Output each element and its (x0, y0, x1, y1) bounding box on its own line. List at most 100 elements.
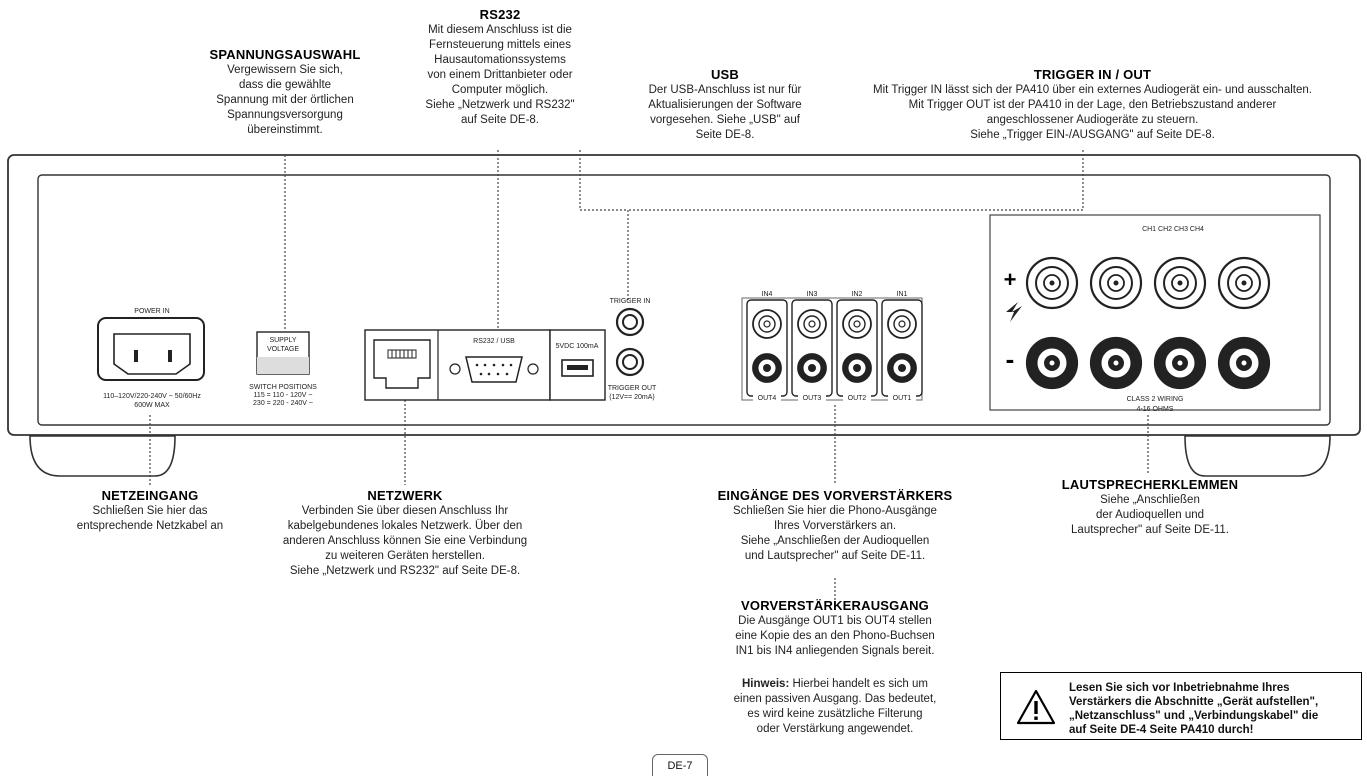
rca-input-label: IN1 (897, 291, 908, 298)
warning-line: „Netzanschluss" und „Verbindungskabel" d… (1069, 710, 1319, 722)
callout-line: angeschlossener Audiogeräte zu steuern. (986, 114, 1199, 126)
rca-output-label: OUT2 (848, 395, 867, 402)
callout-line: Die Ausgänge OUT1 bis OUT4 stellen (738, 615, 932, 627)
callout-lautsprecher: LAUTSPRECHERKLEMMEN Siehe „Anschließen d… (1030, 477, 1270, 538)
power-spec-2: 600W MAX (134, 402, 170, 409)
rca-output-pin (763, 364, 771, 372)
speaker-post-positive-hole (1177, 280, 1183, 286)
switch-positions-115: 115 = 110 - 120V ~ (254, 392, 313, 399)
rca-output-label-bg (888, 393, 916, 402)
speaker-post-negative-hole (1177, 360, 1183, 366)
rca-input-pin (853, 320, 861, 328)
callout-line: Ihres Vorverstärkers an. (773, 520, 897, 532)
callout-line: Schließen Sie hier das (92, 505, 208, 517)
power-in-label: POWER IN (134, 308, 169, 315)
callout-spannungsauswahl: SPANNUNGSAUSWAHL Vergewissern Sie sich, … (185, 47, 385, 138)
trigger-out-label-1: TRIGGER OUT (608, 385, 657, 392)
callout-line: anderen Anschluss können Sie eine Verbin… (282, 535, 528, 547)
callout-netzwerk-title: NETZWERK (367, 488, 443, 503)
callout-line: von einem Drittanbieter oder (427, 69, 573, 81)
callout-netzwerk: NETZWERK Verbinden Sie über diesen Ansch… (265, 488, 545, 579)
callout-trigger: TRIGGER IN / OUT Mit Trigger IN lässt si… (840, 67, 1345, 143)
hinweis-first-text: Hierbei handelt es sich um (789, 678, 928, 690)
chassis-inner (37, 174, 1331, 426)
callout-line: Hausautomationssystems (434, 54, 566, 66)
switch-positions-title: SWITCH POSITIONS (249, 384, 317, 391)
supply-label-2: VOLTAGE (267, 346, 299, 353)
callout-line: entsprechende Netzkabel an (76, 520, 224, 532)
switch-positions-230: 230 = 220 - 240V ~ (253, 400, 313, 407)
callout-line: Fernsteuerung mittels eines (429, 39, 571, 51)
right-foot (1184, 435, 1331, 477)
usb-label: 5VDC 100mA (556, 343, 599, 350)
rca-output-label: OUT4 (758, 395, 777, 402)
rca-output-label: OUT1 (893, 395, 912, 402)
rca-input-pin (808, 320, 816, 328)
callout-netzeingang-title: NETZEINGANG (101, 488, 199, 503)
callout-line: Seite DE-8. (695, 129, 755, 141)
speaker-post-negative-hole (1113, 360, 1119, 366)
callout-line: zu weiteren Geräten herstellen. (325, 550, 485, 562)
callout-line: Der USB-Anschluss ist nur für (648, 84, 802, 96)
callout-line: einen passiven Ausgang. Das bedeutet, (733, 693, 937, 705)
callout-rs232: RS232 Mit diesem Anschluss ist die Ferns… (400, 7, 600, 128)
callout-line: der Audioquellen und (1095, 509, 1205, 521)
callout-line: Mit diesem Anschluss ist die (428, 24, 572, 36)
supply-switch-slider (257, 357, 309, 374)
callout-hinweis: Hinweis: Hierbei handelt es sich um eine… (710, 677, 960, 737)
plus-sign: + (1004, 267, 1017, 292)
minus-sign: - (1006, 344, 1015, 374)
callout-trigger-title: TRIGGER IN / OUT (1033, 67, 1152, 82)
rca-input-label: IN3 (807, 291, 818, 298)
left-foot (29, 435, 176, 477)
leader-lines (149, 150, 1149, 600)
rs232-label: RS232 / USB (473, 338, 515, 345)
callout-line: Siehe „Anschließen der Audioquellen (740, 535, 930, 547)
trigger-in-label: TRIGGER IN (610, 298, 651, 305)
rca-output-pin (808, 364, 816, 372)
speaker-post-positive-hole (1049, 280, 1055, 286)
callout-usb-title: USB (710, 67, 740, 82)
callout-line: Siehe „Trigger EIN-/AUSGANG" auf Seite D… (970, 129, 1215, 141)
rca-output-label-bg (798, 393, 826, 402)
callout-lautsprecher-title: LAUTSPRECHERKLEMMEN (1061, 477, 1239, 492)
rca-input-pin (898, 320, 906, 328)
hinweis-label: Hinweis: (741, 678, 790, 690)
speaker-post-positive-hole (1241, 280, 1247, 286)
callout-line: Siehe „Netzwerk und RS232" auf Seite DE-… (289, 565, 521, 577)
rca-output-label: OUT3 (803, 395, 822, 402)
power-pin-left (134, 350, 138, 362)
callout-line: kabelgebundenes lokales Netzwerk. Über d… (287, 520, 523, 532)
callout-line: Siehe „Anschließen (1100, 494, 1200, 506)
rca-input-label: IN2 (852, 291, 863, 298)
callout-line: IN1 bis IN4 anliegenden Signals bereit. (735, 645, 935, 657)
rca-output-label-bg (753, 393, 781, 402)
rca-output-pin (898, 364, 906, 372)
class2-label-1: CLASS 2 WIRING (1127, 396, 1184, 403)
supply-label-1: SUPPLY (269, 337, 296, 344)
rca-output-pin (853, 364, 861, 372)
callout-line: Lautsprecher" auf Seite DE-11. (1071, 524, 1229, 536)
rs232-port[interactable] (465, 356, 523, 383)
warning-line: auf Seite DE-4 Seite PA410 durch! (1069, 724, 1254, 736)
callout-line: Mit Trigger OUT ist der PA410 in der Lag… (908, 99, 1277, 111)
callout-eingaenge: EINGÄNGE DES VORVERSTÄRKERS Schließen Si… (710, 488, 960, 564)
callout-line: vorgesehen. Siehe „USB" auf (650, 114, 800, 126)
callout-line: Spannungsversorgung (227, 109, 343, 121)
callout-line: und Lautsprecher" auf Seite DE-11. (744, 550, 926, 562)
callout-line: Vergewissern Sie sich, (227, 64, 343, 76)
speaker-post-positive-hole (1113, 280, 1119, 286)
power-pin-right (168, 350, 172, 362)
callout-line: es wird keine zusätzliche Filterung (747, 708, 923, 720)
hinweis-first-line: Hinweis: Hierbei handelt es sich um (710, 677, 960, 692)
callout-line: oder Verstärkung angewendet. (756, 723, 914, 735)
trigger-out-label-2: (12V== 20mA) (609, 394, 655, 401)
class2-label-2: 4-16 OHMS (1137, 406, 1174, 413)
callout-spannungsauswahl-title: SPANNUNGSAUSWAHL (209, 47, 361, 62)
callout-usb: USB Der USB-Anschluss ist nur für Aktual… (620, 67, 830, 143)
callout-line: auf Seite DE-8. (461, 114, 539, 126)
rca-input-label: IN4 (762, 291, 773, 298)
warning-line: Lesen Sie sich vor Inbetriebnahme Ihres (1069, 682, 1290, 694)
warning-line: Verstärkers die Abschnitte „Gerät aufste… (1069, 696, 1319, 708)
callout-line: Schließen Sie hier die Phono-Ausgänge (733, 505, 937, 517)
